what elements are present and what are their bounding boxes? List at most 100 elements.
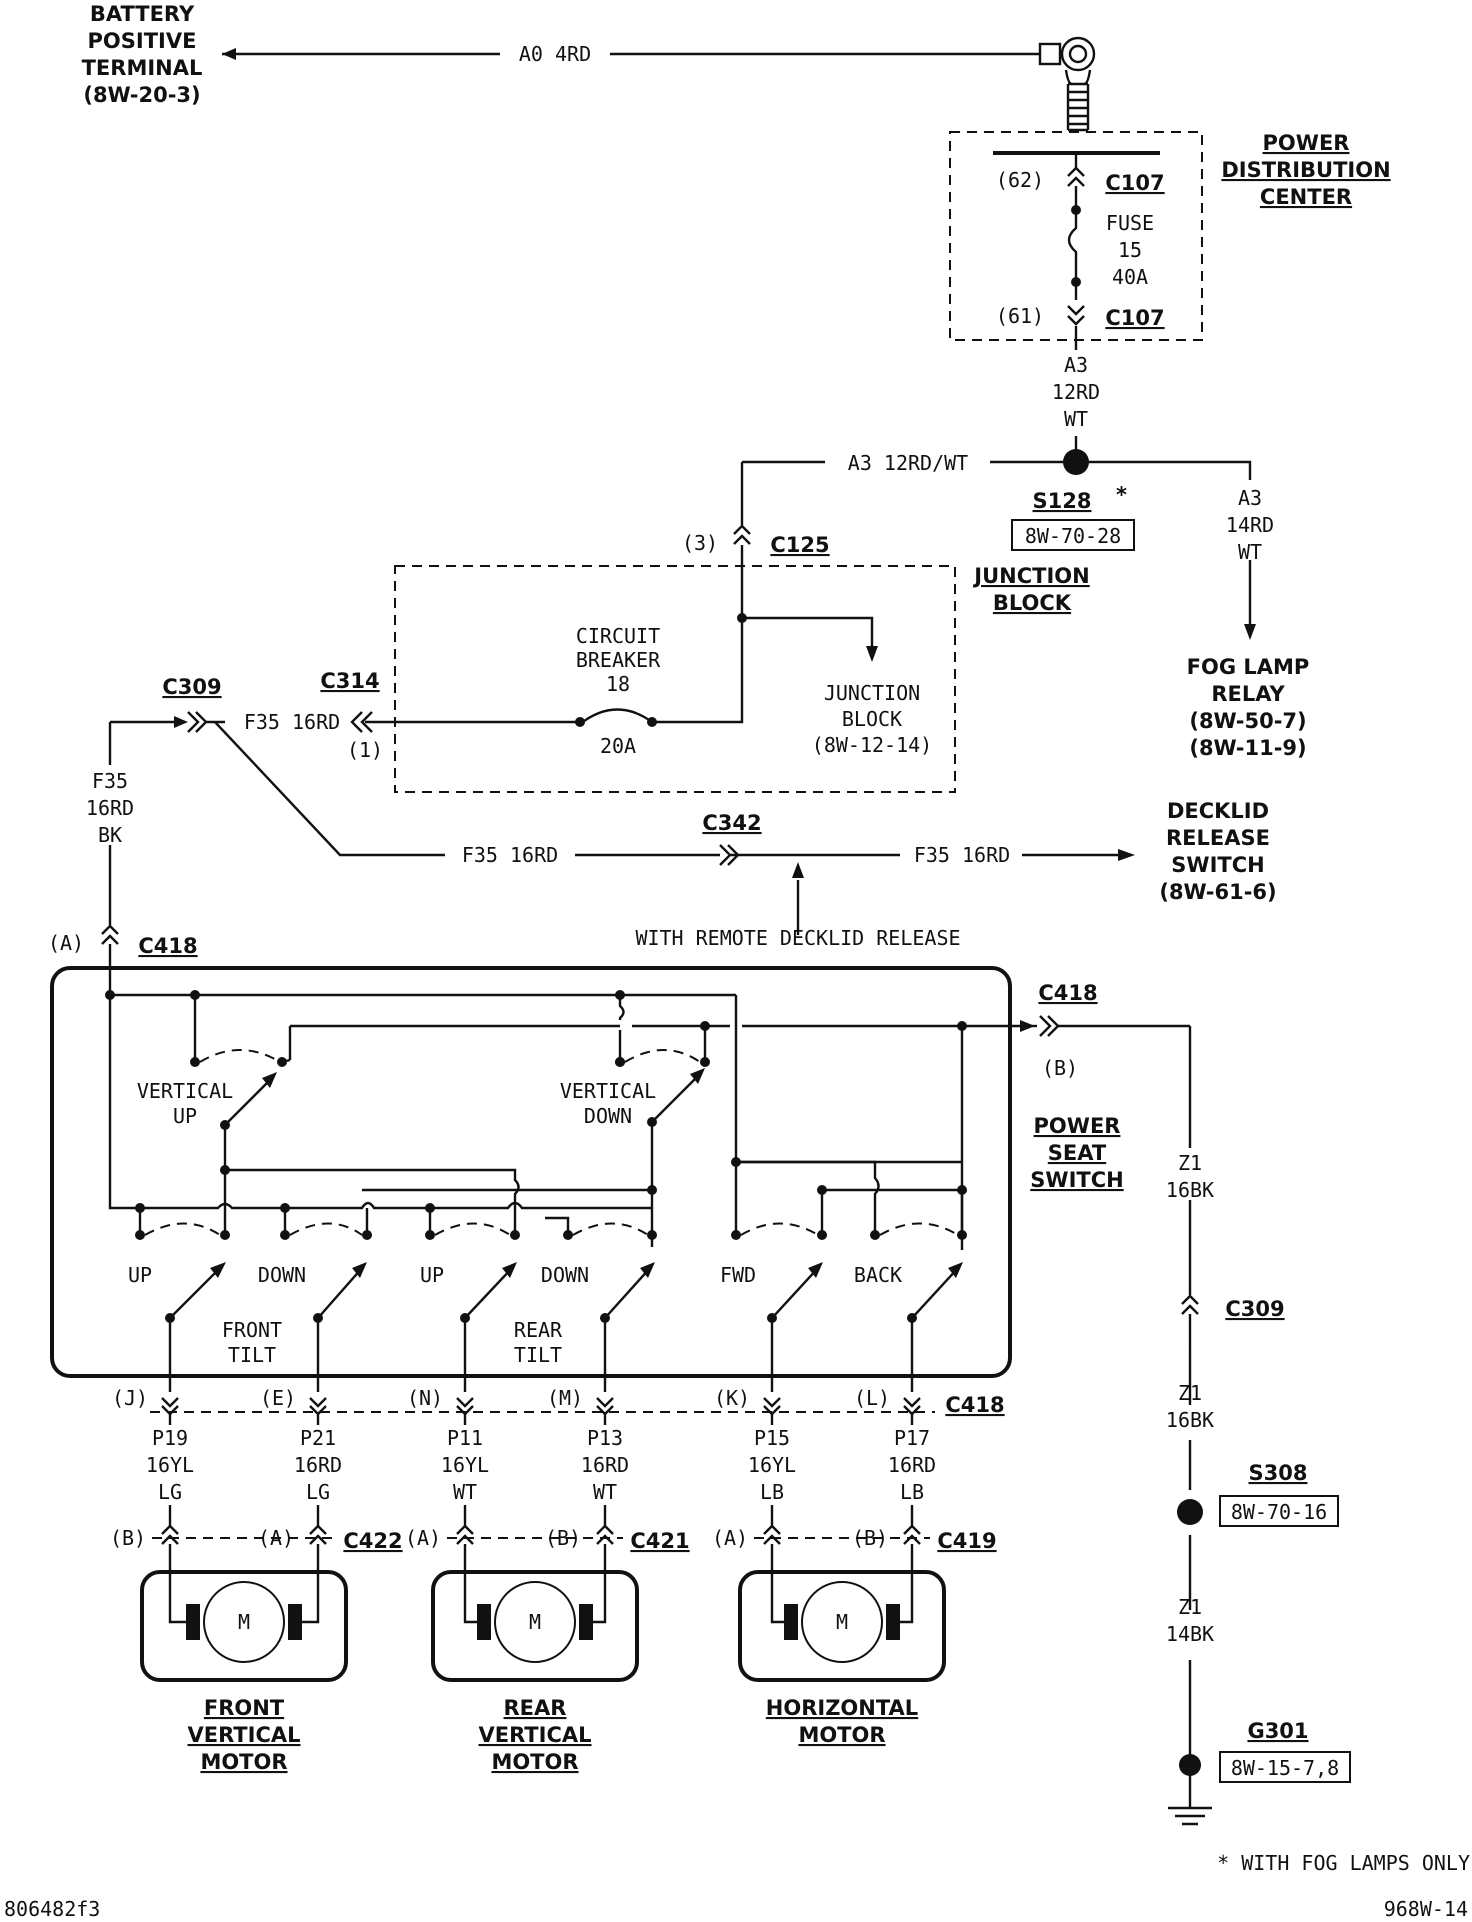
pss-label-3: SWITCH <box>1030 1168 1123 1192</box>
motor-housing <box>738 1570 946 1682</box>
pin-circuit: P15 <box>754 1426 790 1450</box>
circuit-breaker-label: CIRCUIT <box>576 624 660 648</box>
pin-color: LG <box>306 1480 330 1504</box>
power-seat-switch-body <box>50 966 1012 1378</box>
motor-pin-a: (A) <box>405 1526 441 1550</box>
vertical-up-label: VERTICAL <box>137 1079 233 1103</box>
circuit-breaker-number: 18 <box>606 672 630 696</box>
wire-a0: A0 4RD <box>519 42 591 66</box>
pin-color: LG <box>158 1480 182 1504</box>
pin-circuit: P21 <box>300 1426 336 1450</box>
wire-a3-color: WT <box>1064 407 1088 431</box>
c418-pin-a: (A) <box>48 931 84 955</box>
motor-name-1: FRONT <box>204 1696 285 1720</box>
junction-block-outline <box>394 565 956 793</box>
pin-circuit: P13 <box>587 1426 623 1450</box>
motor-icon <box>801 1581 883 1663</box>
figure-id-right: 968W-14 <box>1384 1897 1468 1921</box>
pin-circuit: P19 <box>152 1426 188 1450</box>
fwd-label: FWD <box>720 1263 756 1287</box>
battery-label: BATTERY POSITIVE TERMINAL (8W-20-3) <box>82 2 203 107</box>
fuse-rating: 40A <box>1112 265 1148 289</box>
front-up-label: UP <box>128 1263 152 1287</box>
wire-fog-color: WT <box>1238 540 1262 564</box>
wire-z1b-gauge: 16BK <box>1166 1408 1214 1432</box>
pin-gauge: 16YL <box>748 1453 796 1477</box>
s308-ref: 8W-70-16 <box>1231 1500 1327 1524</box>
svg-text:CENTER: CENTER <box>1260 185 1352 209</box>
rear-up-label: UP <box>420 1263 444 1287</box>
splice-g301 <box>1179 1754 1201 1776</box>
pin-gauge: 16RD <box>581 1453 629 1477</box>
svg-text:POSITIVE: POSITIVE <box>88 29 197 53</box>
motor-pin-b: (B) <box>852 1526 888 1550</box>
motor-brush-right <box>886 1604 900 1640</box>
motor-brush-right <box>579 1604 593 1640</box>
motor-brush-left <box>784 1604 798 1640</box>
pss-label-1: POWER <box>1034 1114 1121 1138</box>
c107-top: C107 <box>1105 171 1164 195</box>
c309-label: C309 <box>162 675 221 699</box>
motor-connector-pin <box>309 1524 327 1545</box>
motor-pin-a: (A) <box>712 1526 748 1550</box>
pdc-label: POWER DISTRIBUTION CENTER <box>1221 131 1390 209</box>
motor-name-2: MOTOR <box>798 1723 885 1747</box>
c418-pin-b: (B) <box>1042 1056 1078 1080</box>
wire-z1c-gauge: 14BK <box>1166 1622 1214 1646</box>
s308-ref-box <box>1219 1495 1339 1527</box>
motor-pin-a: (B) <box>110 1526 146 1550</box>
motor-icon <box>494 1581 576 1663</box>
c314-pin: (1) <box>347 738 383 762</box>
pin-gauge: 16YL <box>146 1453 194 1477</box>
c342-label: C342 <box>702 811 761 835</box>
svg-text:(8W-61-6): (8W-61-6) <box>1159 880 1276 904</box>
c125-label: C125 <box>770 533 829 557</box>
figure-id-left: 806482f3 <box>4 1897 100 1921</box>
svg-text:BATTERY: BATTERY <box>90 2 195 26</box>
wire-z1b-id: Z1 <box>1178 1381 1202 1405</box>
front-tilt-label: FRONT <box>222 1318 282 1342</box>
motor-pin-b: (A) <box>258 1526 294 1550</box>
pin-color: WT <box>453 1480 477 1504</box>
motor-connector-pin <box>456 1524 474 1545</box>
s128-asterisk: * <box>1116 483 1127 507</box>
wire-fog-id: A3 <box>1238 486 1262 510</box>
s128-ref: 8W-70-28 <box>1025 524 1121 548</box>
motor-connector-pin <box>596 1524 614 1545</box>
motor-name-1: HORIZONTAL <box>766 1696 918 1720</box>
front-down-label: DOWN <box>258 1263 306 1287</box>
motor-symbol: M <box>238 1610 250 1634</box>
c418-pin-letter: (J) <box>112 1386 148 1410</box>
fuse-label: FUSE <box>1106 211 1154 235</box>
pin-color: LB <box>900 1480 924 1504</box>
splice-s308 <box>1177 1499 1203 1525</box>
front-tilt-label-2: TILT <box>228 1343 276 1367</box>
motor-connector-label: C419 <box>937 1529 996 1553</box>
pin-color: LB <box>760 1480 784 1504</box>
pin-circuit: P11 <box>447 1426 483 1450</box>
jb-ref-3: (8W-12-14) <box>812 733 932 757</box>
c418-label-top: C418 <box>138 934 197 958</box>
rear-tilt-label-2: TILT <box>514 1343 562 1367</box>
motor-symbol: M <box>836 1610 848 1634</box>
motor-housing <box>140 1570 348 1682</box>
wire-f35-color: BK <box>98 823 122 847</box>
svg-text:DECKLID: DECKLID <box>1167 799 1269 823</box>
motor-connector-pin <box>161 1524 179 1545</box>
c314-label: C314 <box>320 669 379 693</box>
fog-lamp-relay-label: FOG LAMP RELAY (8W-50-7) (8W-11-9) <box>1187 655 1310 760</box>
pin-circuit: P17 <box>894 1426 930 1450</box>
junction-block-label: JUNCTION <box>972 564 1089 588</box>
motor-connector-label: C422 <box>343 1529 402 1553</box>
svg-text:FOG LAMP: FOG LAMP <box>1187 655 1310 679</box>
c418-pin-letter: (L) <box>854 1386 890 1410</box>
ground-icon <box>1168 1806 1212 1826</box>
c125-pin: (3) <box>682 531 718 555</box>
wire-a3-gauge: 12RD <box>1052 380 1100 404</box>
g301-ref: 8W-15-7,8 <box>1231 1756 1339 1780</box>
junction-block-label-2: BLOCK <box>993 591 1072 615</box>
fog-lamps-footnote: * WITH FOG LAMPS ONLY <box>1217 1851 1470 1875</box>
svg-text:TERMINAL: TERMINAL <box>82 56 203 80</box>
